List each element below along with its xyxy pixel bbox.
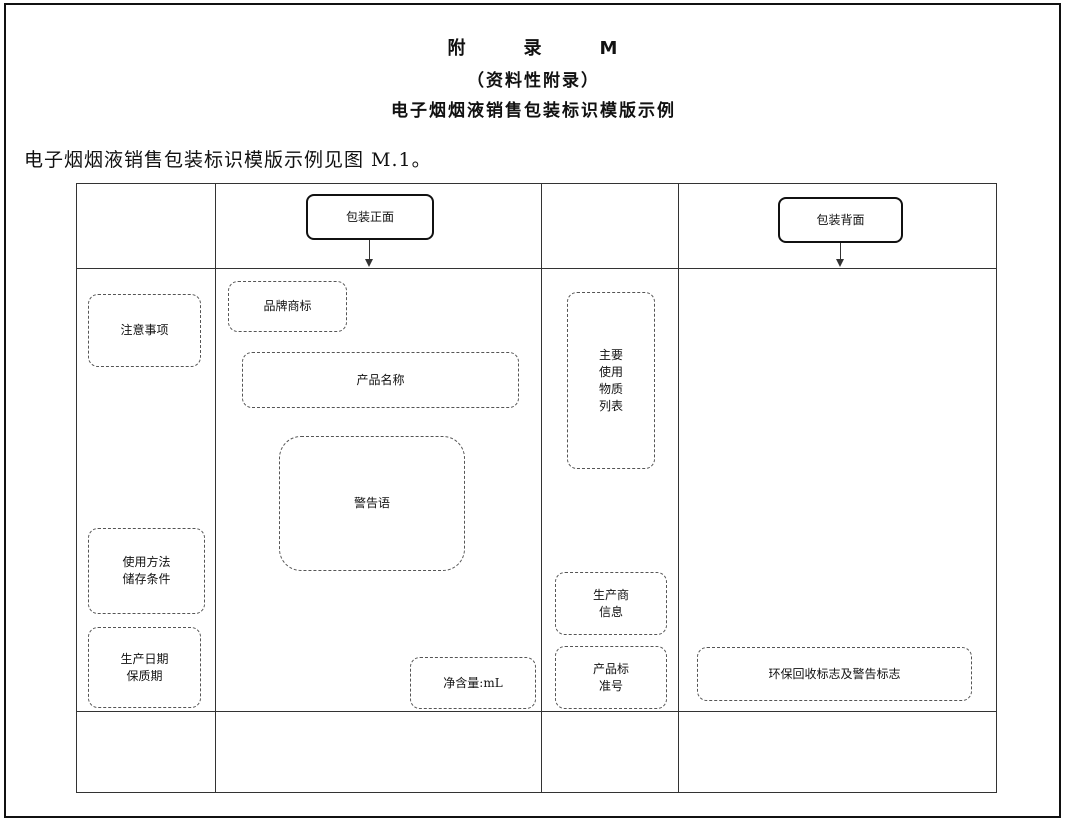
appendix-title: 电子烟烟液销售包装标识模版示例 [391,101,676,121]
grid-divider [77,711,996,712]
arrow-line [840,243,841,260]
grid-divider [215,184,216,792]
recycle-warning-box: 环保回收标志及警告标志 [697,647,972,701]
net-content-box: 净含量:mL [410,657,536,709]
arrow-line [369,240,370,260]
warning-box: 警告语 [279,436,465,571]
manufacturer-info-box: 生产商 信息 [555,572,667,635]
brand-box: 品牌商标 [228,281,347,332]
back-face-label: 包装背面 [778,197,903,243]
page-frame [4,3,1061,818]
grid-divider [77,268,996,269]
package-layout-diagram: 包装正面 包装背面 注意事项 使用方法 储存条件 生产日期 保质期 品牌商标 产… [76,183,997,793]
front-face-label: 包装正面 [306,194,434,240]
appendix-heading: 附 录 M [447,38,638,59]
product-standard-box: 产品标 准号 [555,646,667,709]
usage-storage-box: 使用方法 储存条件 [88,528,205,614]
notice-box: 注意事项 [88,294,201,367]
intro-paragraph: 电子烟烟液销售包装标识模版示例见图 M.1。 [24,149,432,171]
grid-divider [678,184,679,792]
product-name-box: 产品名称 [242,352,519,408]
materials-list-box: 主要 使用 物质 列表 [567,292,655,469]
appendix-type: （资料性附录） [467,71,600,91]
arrow-down-icon [365,259,373,267]
arrow-down-icon [836,259,844,267]
grid-divider [541,184,542,792]
production-date-box: 生产日期 保质期 [88,627,201,708]
